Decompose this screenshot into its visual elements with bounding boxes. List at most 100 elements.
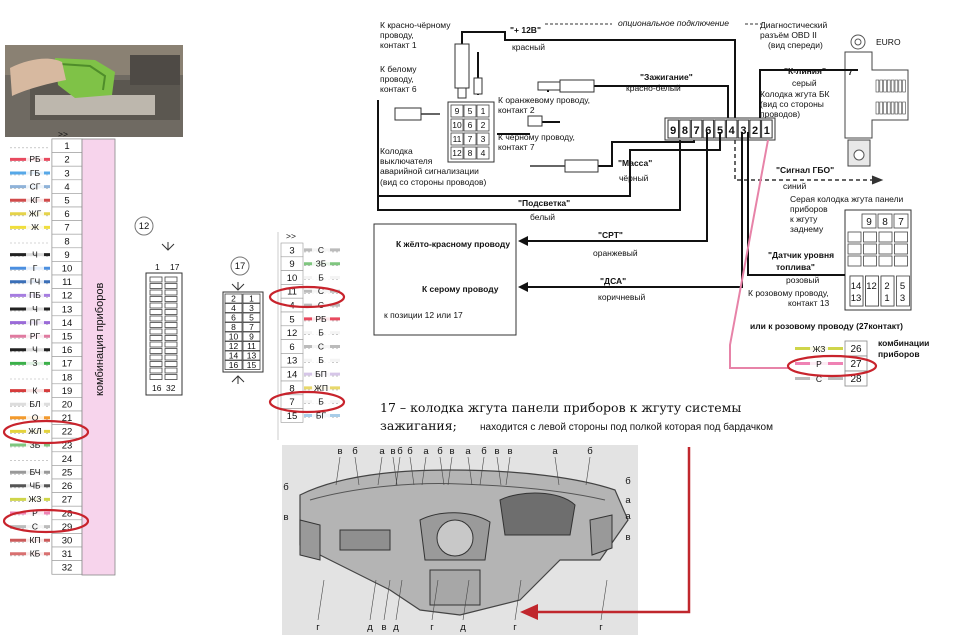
pins17-code: БГ bbox=[316, 410, 327, 420]
plus-12v-label: "+ 12В" bbox=[510, 25, 541, 35]
hazard-cell: 11 bbox=[453, 134, 462, 144]
obd-euro-label: EURO bbox=[876, 37, 901, 47]
hazard-cell: 9 bbox=[455, 106, 460, 116]
highlight-pin-22 bbox=[2, 419, 90, 445]
connector-17-cell: 15 bbox=[247, 360, 257, 370]
obd-label-3: (вид спереди) bbox=[768, 40, 823, 50]
red-black-wire-label-3: контакт 1 bbox=[380, 40, 417, 50]
hazard-block-label-3: аварийной сигнализации bbox=[380, 166, 479, 176]
pins17-number: 6 bbox=[289, 342, 294, 353]
connector-12-bottom-left: 16 bbox=[152, 383, 162, 393]
pin-number: 9 bbox=[64, 250, 69, 261]
pin-number: 22 bbox=[62, 427, 73, 438]
connector-17-cell: 11 bbox=[247, 341, 256, 351]
wire-code: РГ bbox=[30, 331, 41, 341]
dash-label-top: в bbox=[390, 446, 395, 457]
pins17-code: ЗБ bbox=[316, 259, 327, 269]
wire-code: ЖЛ bbox=[28, 426, 41, 436]
dash-label-top: в bbox=[337, 446, 342, 457]
dash-label-left: в bbox=[283, 512, 288, 523]
pins17-code: Б bbox=[318, 272, 324, 282]
obd-label-2: разъём OBD II bbox=[760, 30, 817, 40]
positions-note: к позиции 12 или 17 bbox=[384, 310, 463, 320]
pin-number: 7 bbox=[64, 223, 69, 234]
dash-label-top: б bbox=[397, 446, 403, 457]
grey-block-bottom-pin: 3 bbox=[900, 293, 905, 304]
pins17-number: 14 bbox=[287, 370, 298, 381]
hazard-cell: 10 bbox=[452, 120, 462, 130]
pin-number: 25 bbox=[62, 468, 73, 479]
pin-number: 16 bbox=[62, 345, 73, 356]
pin-number: 31 bbox=[62, 549, 73, 560]
wire-code: ПГ bbox=[30, 317, 41, 327]
dash-label-bottom: д bbox=[393, 622, 399, 633]
pins17-number: 11 bbox=[287, 287, 297, 298]
connector-17-cell: 5 bbox=[249, 313, 254, 323]
pins17-number: 9 bbox=[289, 259, 294, 270]
pins17-number: 3 bbox=[289, 245, 294, 256]
pin-number: 14 bbox=[62, 318, 73, 329]
grey-block-bottom-pin: 5 bbox=[900, 281, 905, 292]
dash-label-top: а bbox=[552, 446, 558, 457]
connector-17-cell: 10 bbox=[229, 332, 239, 342]
black-wire-label-1: К чёрному проводу, bbox=[498, 132, 575, 142]
connector-17-cell: 16 bbox=[229, 360, 239, 370]
grey-block-bottom-pin: 12 bbox=[866, 281, 877, 292]
hazard-cell: 4 bbox=[481, 148, 486, 158]
connector-17-cell: 9 bbox=[249, 332, 254, 342]
grey-block-label-1: Серая колодка жгута панели bbox=[790, 194, 904, 204]
wiring-top: К красно-чёрному проводу, контакт 1 "+ 1… bbox=[373, 18, 929, 387]
bk-pin: 7 bbox=[694, 125, 700, 137]
connector-12-label: 12 bbox=[139, 221, 150, 232]
cluster-pin-code: Р bbox=[816, 359, 822, 369]
pin-number: 23 bbox=[62, 440, 73, 451]
dash-label-top: а bbox=[423, 446, 429, 457]
grey-block-label-4: заднему bbox=[790, 224, 824, 234]
wire-code: ЖГ bbox=[29, 209, 42, 219]
bk-pin: 8 bbox=[682, 125, 688, 137]
location-arrow-head bbox=[520, 604, 538, 620]
grey-block-label-2: приборов bbox=[790, 204, 828, 214]
pin-number: 18 bbox=[62, 372, 73, 383]
pin-number: 6 bbox=[64, 209, 69, 220]
wire-code: БЧ bbox=[30, 467, 41, 477]
bk-pin: 4 bbox=[729, 125, 736, 137]
connector-17-cell: 8 bbox=[231, 322, 236, 332]
wire-code: С bbox=[32, 521, 38, 531]
hazard-block-label-2: выключателя bbox=[380, 156, 433, 166]
pins17-code: Б bbox=[318, 328, 324, 338]
connector-arrow: >> bbox=[58, 129, 68, 139]
dash-label-right: в bbox=[625, 532, 630, 543]
pin-number: 11 bbox=[62, 277, 72, 288]
pins17-number: 5 bbox=[289, 314, 294, 325]
wire-code: ГБ bbox=[30, 168, 41, 178]
dash-label-top: в bbox=[449, 446, 454, 457]
pink-wire-label-1: К розовому проводу, bbox=[748, 288, 829, 298]
wire-code: Ж bbox=[31, 222, 39, 232]
hazard-cell: 12 bbox=[452, 148, 462, 158]
pins17-code: С bbox=[318, 286, 324, 296]
caption-line-1: 17 – колодка жгута панели приборов к жгу… bbox=[380, 400, 741, 415]
mass-color: чёрный bbox=[619, 173, 649, 183]
highlight-pin-28 bbox=[2, 508, 90, 534]
connector-17-label: 17 bbox=[235, 261, 246, 272]
hazard-block-label-1: Колодка bbox=[380, 146, 413, 156]
dash-label-right: а bbox=[625, 495, 631, 506]
wire-code: КБ bbox=[30, 549, 41, 559]
cluster-label-1: комбинации bbox=[878, 338, 929, 348]
cluster-pin-code: ЖЗ bbox=[813, 344, 826, 354]
connector-17-cell: 4 bbox=[231, 303, 236, 313]
pink-wire-label-2: контакт 13 bbox=[788, 298, 830, 308]
pin-number: 17 bbox=[62, 359, 73, 370]
pin-number: 28 bbox=[62, 508, 73, 519]
pin-number: 24 bbox=[62, 454, 73, 465]
highlight-pin-11 bbox=[268, 285, 346, 309]
caption-note: находится с левой стороны под полкой кот… bbox=[480, 421, 773, 433]
cluster-pin-number: 26 bbox=[850, 344, 862, 355]
connector-17-cell: 7 bbox=[249, 322, 254, 332]
hazard-block-label-4: (вид со стороны проводов) bbox=[380, 177, 486, 187]
gbo-label: "Сигнал ГБО" bbox=[776, 165, 834, 175]
dsa-color: коричневый bbox=[598, 292, 645, 302]
connector-17-cell: 3 bbox=[249, 303, 254, 313]
